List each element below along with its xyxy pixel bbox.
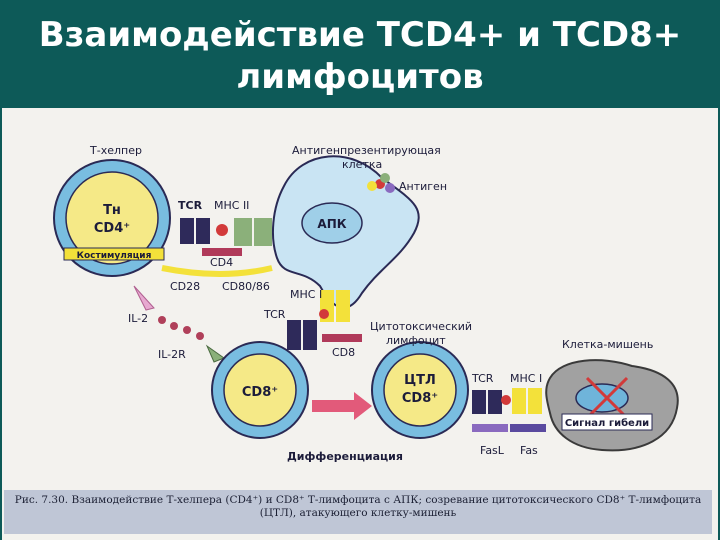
cd80-86-label: CD80/86 [222,280,270,293]
il2r-arrow [205,344,226,363]
death-signal-label: Сигнал гибели [565,417,649,429]
il2-dot-1 [158,316,166,324]
costimulation-label: Костимуляция [77,251,152,261]
il2-arrow [133,285,155,311]
tcr-top-receptor-b [196,218,210,244]
tcr-top-label: TCR [178,199,203,212]
mhc1-right-receptor-b [528,388,542,414]
mhc1-right-label: MHC I [510,372,542,385]
tcr-mid-receptor [287,320,301,350]
caption-line1: Рис. 7.30. Взаимодействие Т-хелпера (CD4… [14,494,702,506]
t-helper-label: Т-хелпер [89,144,142,157]
mhc1-right-receptor [512,388,526,414]
mhc2-receptor-b [254,218,272,246]
tcr-top-receptor [180,218,194,244]
differentiation-arrow [312,392,372,420]
fas-receptor [510,424,546,432]
figure-caption: Рис. 7.30. Взаимодействие Т-хелпера (CD4… [4,490,712,534]
cd8-mid-label: CD8 [332,346,355,359]
th-cell-line1: Тн [103,203,121,218]
antigen-label: Антиген [399,180,447,193]
slide-title: Взаимодействие TCD4+ и TCD8+ лимфоцитов [0,0,720,108]
cd4-coreceptor [202,248,242,256]
antigen-peptide-mid [319,309,329,319]
th-cell-line2: CD4⁺ [94,221,130,236]
fasl-label: FasL [480,444,505,457]
apc-label-line2: клетка [342,158,382,171]
cd8-cell-text: CD8⁺ [242,385,278,400]
costimulation-bar [63,247,165,261]
tcr-right-label: TCR [471,372,494,385]
tcr-mid-receptor-b [303,320,317,350]
mhc2-label: MHC II [214,199,249,212]
cd8-mid-coreceptor [322,334,362,342]
mhc1-mid-label: MHC I [290,288,322,301]
cd8-cell-nucleus [223,353,297,427]
il2-label: IL-2 [128,312,148,325]
antigen-dot-4 [367,181,377,191]
il2-dot-3 [183,326,191,334]
cd28-link [161,265,273,277]
apc-label-line1: Антигенпрезентирующая [292,144,441,157]
death-signal-box [561,413,653,431]
tcr-right-receptor [472,390,486,414]
il2-dot-2 [170,322,178,330]
antigen-peptide-top [216,224,228,236]
ctl-cell-line2: CD8⁺ [402,391,438,406]
target-cross-2 [585,376,629,420]
fas-label: Fas [520,444,538,457]
target-label: Клетка-мишень [562,338,653,351]
interaction-diagram: АПК Тн CD4⁺ Т-хелпер Костимуляция TCR MH… [53,144,679,463]
apc-nucleus [301,202,363,244]
tcr-mid-label: TCR [263,308,286,321]
antigen-peptide-right [501,395,511,405]
antigen-dot-3 [380,173,390,183]
mhc2-receptor [234,218,252,246]
apc-cell-text: АПК [317,217,346,231]
ctl-label-line1: Цитотоксический [370,320,472,333]
antigen-dot-2 [385,183,395,193]
fasl-receptor [472,424,508,432]
il2r-label: IL-2R [158,348,186,361]
figure-panel: АПК Тн CD4⁺ Т-хелпер Костимуляция TCR MH… [2,108,718,540]
caption-line2: (ЦТЛ), атакующего клетку-мишень [259,507,457,519]
differentiation-label: Дифференциация [287,450,403,463]
title-line-1: Взаимодействие TCD4+ и TCD8+ [38,15,682,55]
cd4-label: CD4 [210,256,233,269]
target-cell-nucleus [575,383,629,413]
ctl-cell-line1: ЦТЛ [404,373,436,388]
cd28-label: CD28 [170,280,200,293]
title-line-2: лимфоцитов [236,57,484,97]
ctl-cell-nucleus [383,353,457,427]
tcr-right-receptor-b [488,390,502,414]
t-helper-nucleus [65,171,159,265]
ctl-label-line2: лимфоцит [386,334,446,347]
mhc1-mid-receptor-b [336,290,350,322]
il2-dot-4 [196,332,204,340]
